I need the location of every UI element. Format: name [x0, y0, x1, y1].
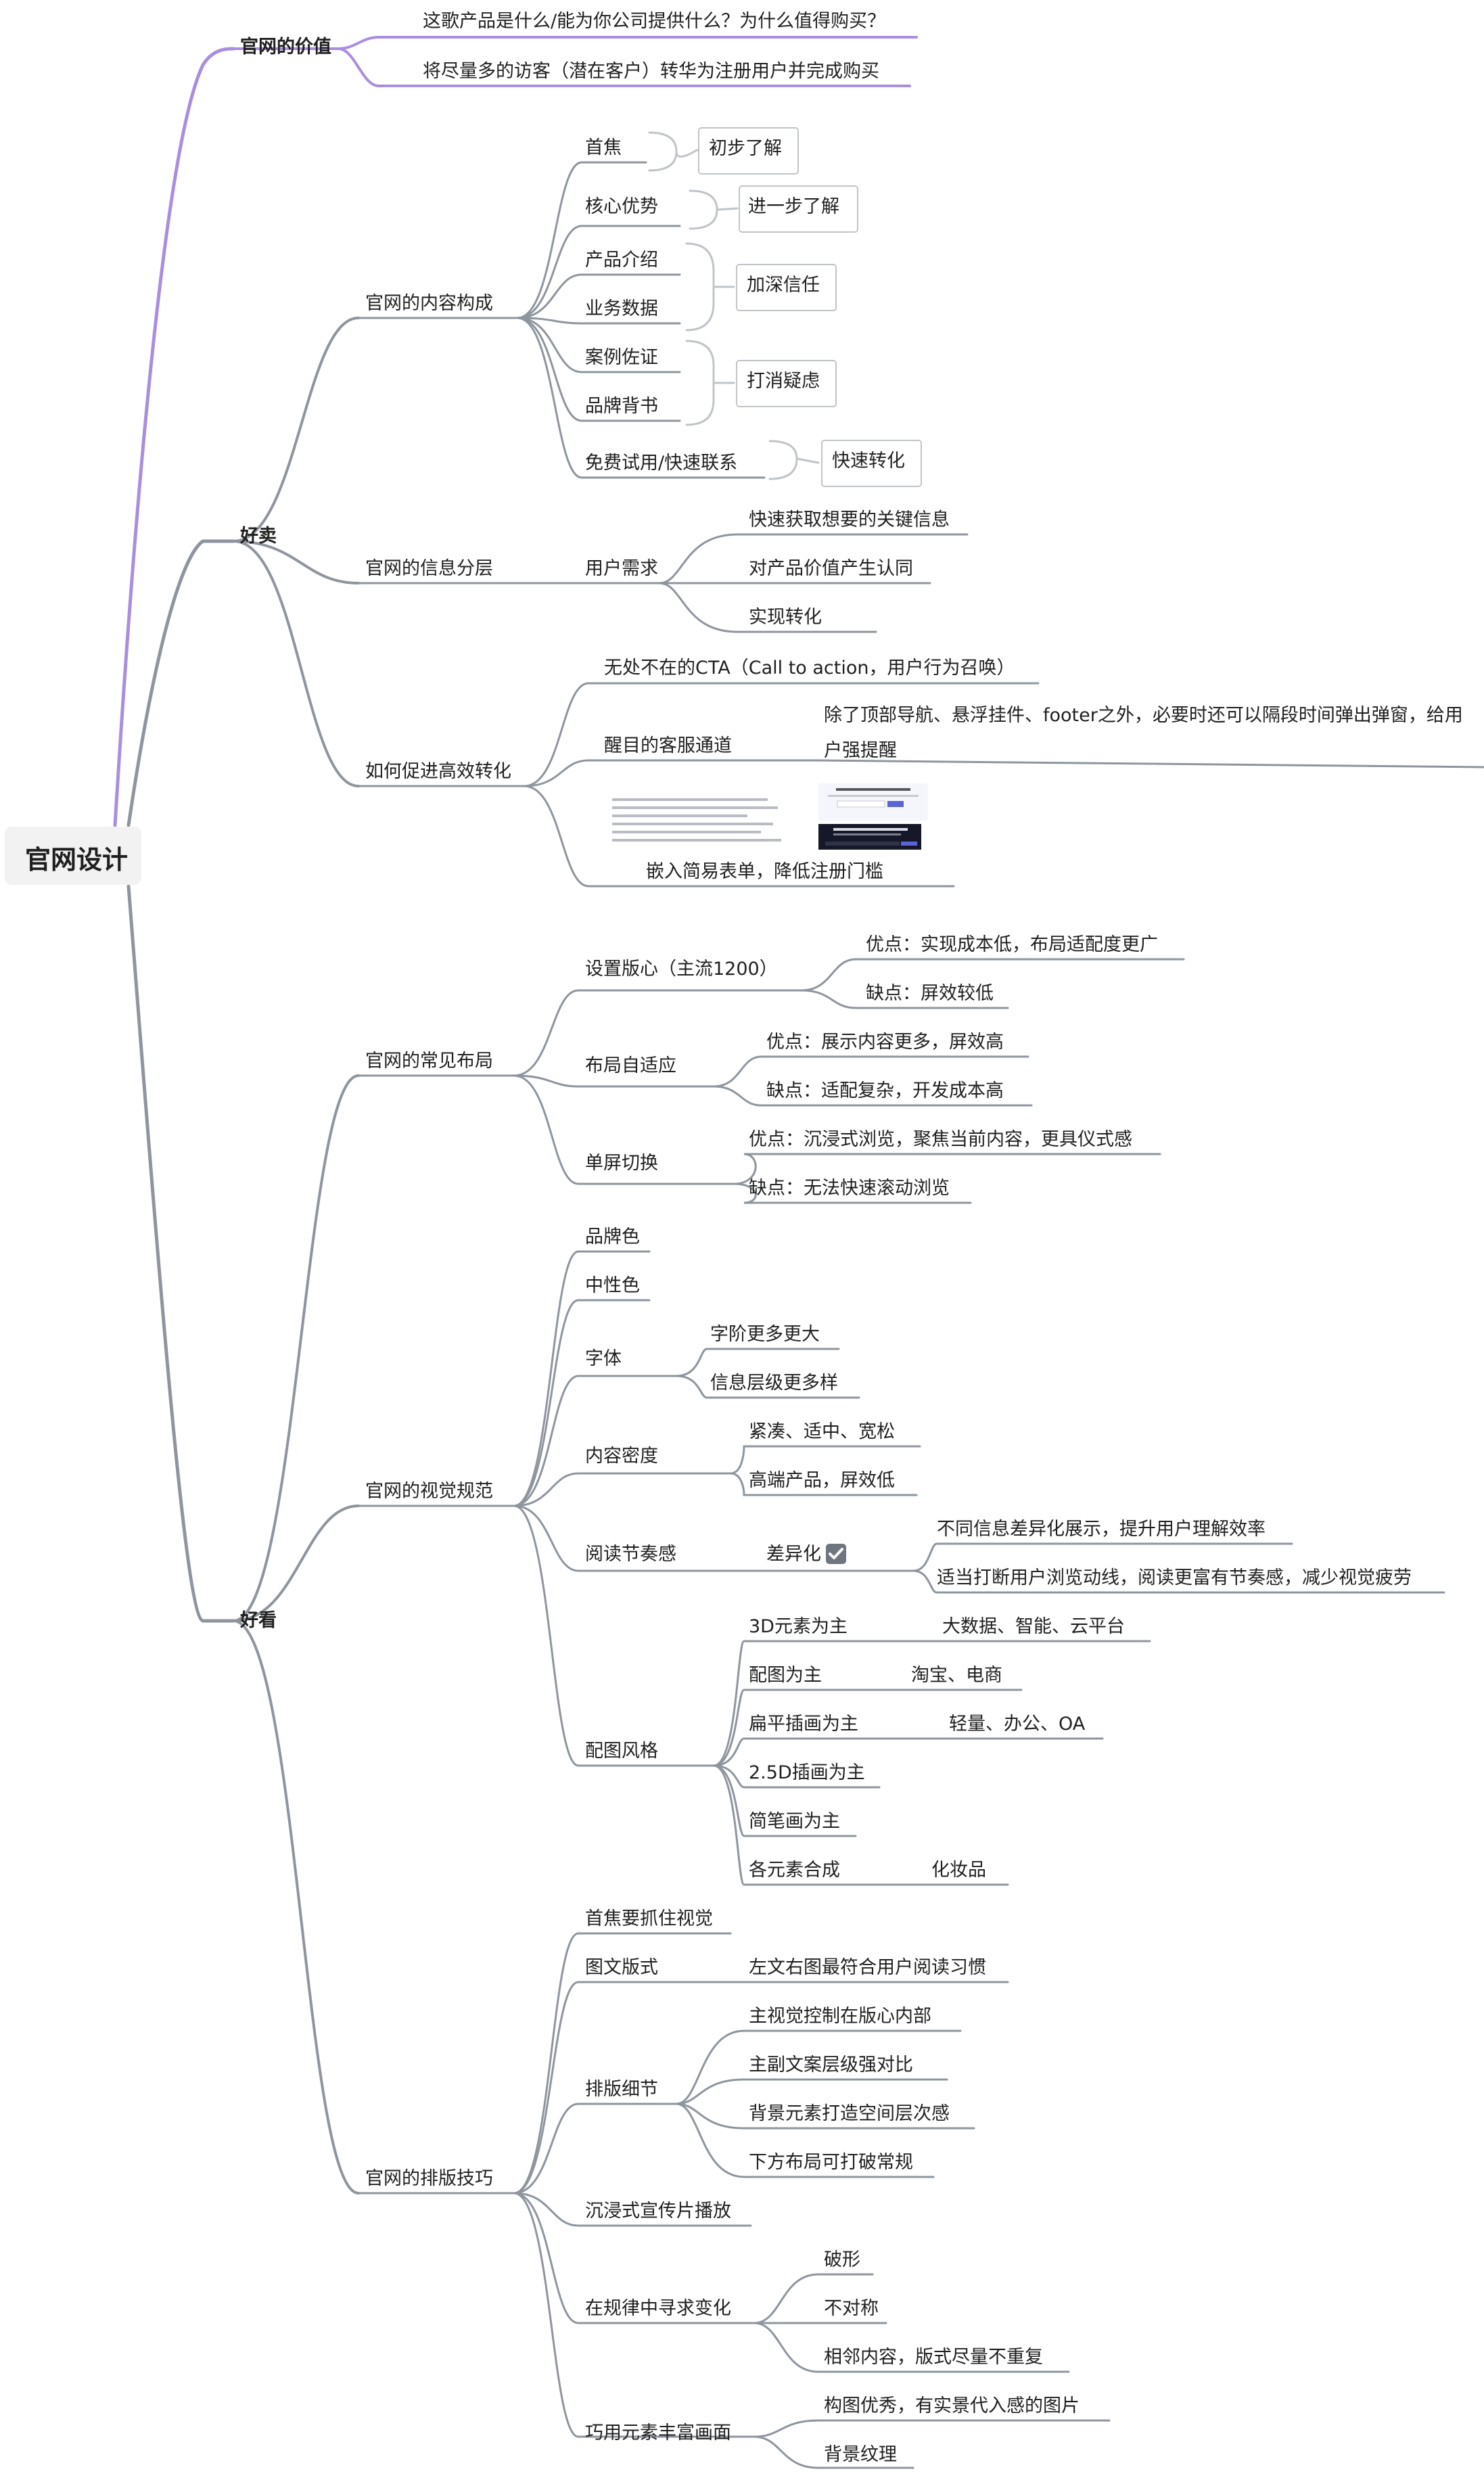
font-item-1[interactable]: 字阶更多更大 — [710, 1324, 820, 1345]
illus-note-6[interactable]: 化妆品 — [931, 1860, 986, 1881]
content-item-7[interactable]: 免费试用/快速联系 — [585, 453, 738, 474]
node-look[interactable]: 好看 — [240, 1610, 277, 1631]
illus-item-6[interactable]: 各元素合成 — [749, 1860, 840, 1881]
node-visual[interactable]: 官网的视觉规范 — [365, 1481, 493, 1502]
summary-box-5[interactable] — [821, 440, 922, 487]
summary-box-1[interactable] — [698, 127, 799, 175]
summary-label-2: 进一步了解 — [748, 196, 839, 217]
layout-fixed-pro[interactable]: 优点：实现成本低，布局适配度更广 — [866, 934, 1158, 955]
content-item-2[interactable]: 核心优势 — [585, 196, 658, 217]
illus-note-2[interactable]: 淘宝、电商 — [911, 1665, 1002, 1686]
typeset-vary[interactable]: 在规律中寻求变化 — [585, 2298, 731, 2319]
visual-brand[interactable]: 品牌色 — [585, 1226, 640, 1247]
typeset-detail[interactable]: 排版细节 — [585, 2079, 658, 2100]
illus-item-3[interactable]: 扁平插画为主 — [749, 1714, 858, 1735]
summary-label-1: 初步了解 — [709, 138, 782, 159]
detail-item-3[interactable]: 背景元素打造空间层次感 — [749, 2103, 950, 2124]
imgtext-item[interactable]: 左文右图最符合用户阅读习惯 — [749, 1957, 986, 1978]
branch-sell — [126, 539, 235, 827]
layout-single-con[interactable]: 缺点：无法快速滚动浏览 — [749, 1178, 950, 1199]
visual-rhythm[interactable]: 阅读节奏感 — [585, 1544, 676, 1565]
density-item-1[interactable]: 紧凑、适中、宽松 — [749, 1421, 895, 1442]
node-content[interactable]: 官网的内容构成 — [365, 293, 493, 314]
value-item-2[interactable]: 将尽量多的访客（潜在客户）转华为注册用户并完成购买 — [423, 61, 879, 82]
density-item-2[interactable]: 高端产品，屏效低 — [749, 1470, 895, 1491]
detail-item-4[interactable]: 下方布局可打破常规 — [749, 2152, 913, 2173]
visual-illus[interactable]: 配图风格 — [585, 1741, 658, 1762]
layout-adaptive-con[interactable]: 缺点：适配复杂，开发成本高 — [766, 1080, 1004, 1101]
value-item-1[interactable]: 这歌产品是什么/能为你公司提供什么？为什么值得购买？ — [423, 11, 886, 32]
branch-value — [113, 47, 235, 827]
node-convert[interactable]: 如何促进高效转化 — [365, 761, 511, 782]
illus-note-1[interactable]: 大数据、智能、云平台 — [942, 1616, 1125, 1637]
layout-fixed-con[interactable]: 缺点：屏效较低 — [866, 983, 994, 1004]
typeset-imgtext[interactable]: 图文版式 — [585, 1957, 658, 1978]
convert-cta[interactable]: 无处不在的CTA（Call to action，用户行为召唤） — [604, 658, 1015, 679]
diff-item-1[interactable]: 不同信息差异化展示，提升用户理解效率 — [937, 1519, 1266, 1540]
node-layers[interactable]: 官网的信息分层 — [365, 558, 493, 579]
visual-neutral[interactable]: 中性色 — [585, 1275, 640, 1296]
form-screenshot-thumbnail — [605, 783, 928, 850]
rich-item-1[interactable]: 构图优秀，有实景代入感的图片 — [824, 2395, 1080, 2416]
root-node[interactable]: 官网设计 — [25, 845, 129, 875]
summary-box-2[interactable] — [739, 185, 858, 233]
node-sell[interactable]: 好卖 — [240, 526, 277, 547]
typeset-video[interactable]: 沉浸式宣传片播放 — [585, 2201, 731, 2222]
typeset-rich[interactable]: 巧用元素丰富画面 — [585, 2422, 731, 2443]
summary-label-3: 加深信任 — [747, 275, 820, 296]
font-item-2[interactable]: 信息层级更多样 — [710, 1373, 838, 1394]
content-item-3[interactable]: 产品介绍 — [585, 250, 658, 271]
summary-label-5: 快速转化 — [832, 451, 905, 472]
content-item-5[interactable]: 案例佐证 — [585, 347, 658, 368]
illus-item-1[interactable]: 3D元素为主 — [749, 1616, 848, 1637]
convert-service-note[interactable]: 除了顶部导航、悬浮挂件、footer之外，必要时还可以隔段时间弹出弹窗，给用户强… — [824, 705, 1463, 761]
vary-item-3[interactable]: 相邻内容，版式尽量不重复 — [824, 2347, 1043, 2368]
convert-service[interactable]: 醒目的客服通道 — [604, 735, 732, 756]
node-typeset[interactable]: 官网的排版技巧 — [365, 2168, 493, 2189]
branch-look — [126, 884, 235, 1623]
illus-item-5[interactable]: 简笔画为主 — [749, 1811, 840, 1832]
summary-label-4: 打消疑虑 — [747, 371, 820, 392]
illus-item-2[interactable]: 配图为主 — [749, 1665, 822, 1686]
typeset-focus[interactable]: 首焦要抓住视觉 — [585, 1908, 713, 1929]
node-user-need[interactable]: 用户需求 — [585, 558, 658, 579]
layout-single[interactable]: 单屏切换 — [585, 1153, 658, 1174]
diff-item-2[interactable]: 适当打断用户浏览动线，阅读更富有节奏感，减少视觉疲劳 — [937, 1567, 1412, 1588]
vary-item-2[interactable]: 不对称 — [824, 2298, 879, 2319]
vary-item-1[interactable]: 破形 — [824, 2249, 860, 2270]
content-item-1[interactable]: 首焦 — [585, 137, 622, 158]
need-item-1[interactable]: 快速获取想要的关键信息 — [749, 509, 950, 530]
content-item-6[interactable]: 品牌背书 — [585, 396, 658, 417]
need-item-2[interactable]: 对产品价值产生认同 — [749, 558, 913, 579]
convert-form[interactable]: 嵌入简易表单，降低注册门槛 — [646, 861, 883, 882]
illus-note-3[interactable]: 轻量、办公、OA — [949, 1714, 1086, 1735]
visual-density[interactable]: 内容密度 — [585, 1446, 658, 1467]
content-item-4[interactable]: 业务数据 — [585, 298, 658, 319]
detail-item-2[interactable]: 主副文案层级强对比 — [749, 2054, 913, 2075]
visual-font[interactable]: 字体 — [585, 1348, 622, 1369]
layout-single-pro[interactable]: 优点：沉浸式浏览，聚焦当前内容，更具仪式感 — [749, 1129, 1132, 1150]
detail-item-1[interactable]: 主视觉控制在版心内部 — [749, 2006, 931, 2027]
visual-diff[interactable]: 差异化 — [766, 1544, 821, 1565]
summary-box-4[interactable] — [736, 360, 837, 407]
illus-item-4[interactable]: 2.5D插画为主 — [749, 1762, 865, 1783]
summary-box-3[interactable] — [736, 264, 837, 311]
root-node-box[interactable] — [5, 827, 141, 885]
layout-adaptive[interactable]: 布局自适应 — [585, 1055, 676, 1076]
checkbox-checked-icon — [826, 1544, 846, 1564]
layout-adaptive-pro[interactable]: 优点：展示内容更多，屏效高 — [766, 1032, 1004, 1053]
need-item-3[interactable]: 实现转化 — [749, 607, 822, 628]
layout-fixed[interactable]: 设置版心（主流1200） — [585, 959, 778, 980]
node-value[interactable]: 官网的价值 — [240, 37, 331, 58]
node-layout[interactable]: 官网的常见布局 — [365, 1051, 493, 1072]
rich-item-2[interactable]: 背景纹理 — [824, 2444, 897, 2465]
